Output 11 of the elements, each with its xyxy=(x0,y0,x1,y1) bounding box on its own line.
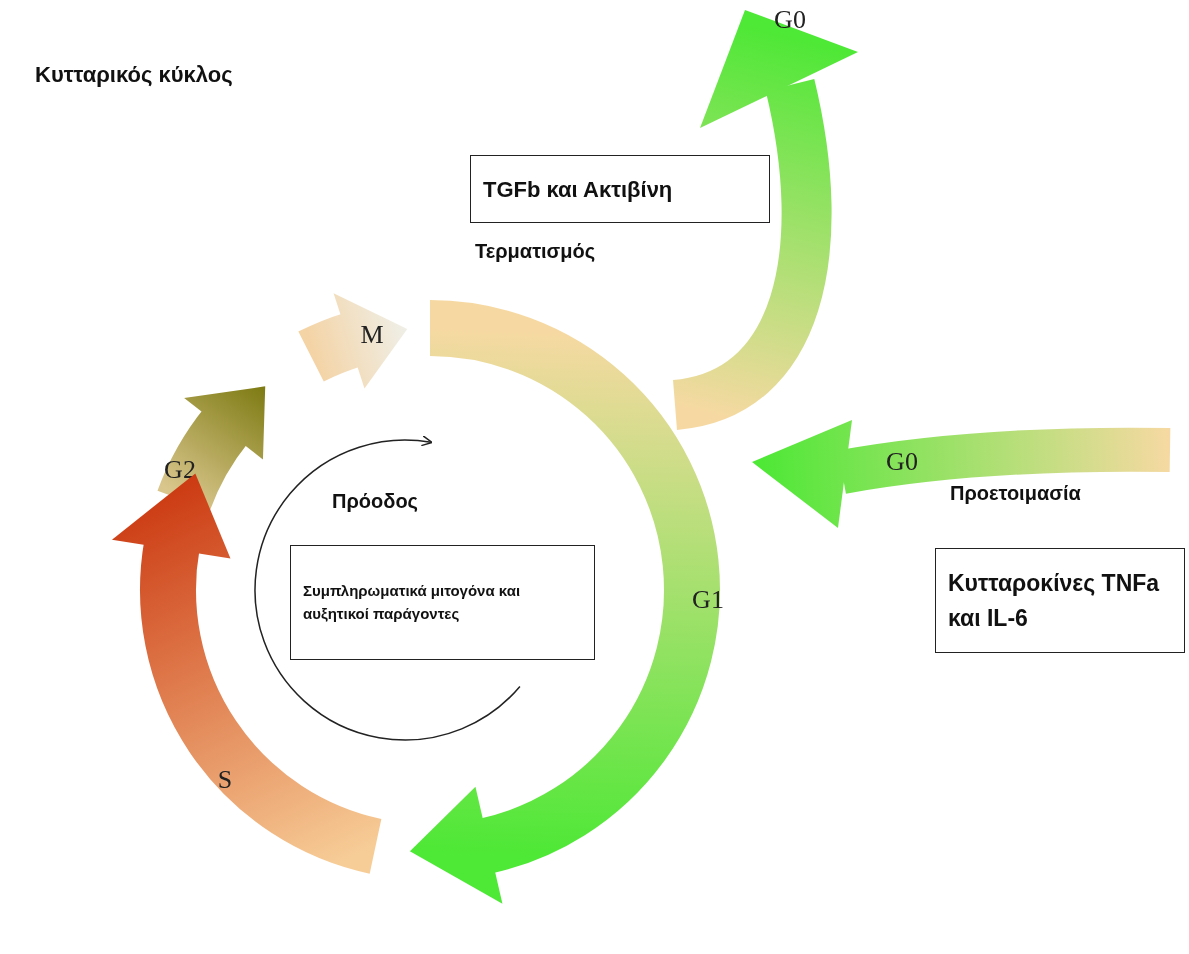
phase-label: G0 xyxy=(886,447,918,477)
diagram-title: Κυτταρικός κύκλος xyxy=(35,62,233,88)
stage-label: Πρόοδος xyxy=(332,490,418,513)
stage-label: Προετοιμασία xyxy=(950,482,1081,505)
stage-label: Τερματισμός xyxy=(475,240,596,263)
phase-label: S xyxy=(217,765,233,795)
text-box: Κυτταροκίνες TNFa και IL-6 xyxy=(935,548,1185,653)
text-box: Συμπληρωματικά μιτογόνα και αυξητικοί παράγοντες xyxy=(290,545,595,660)
phase-label: M xyxy=(360,320,384,350)
text-box: TGFb και Ακτιβίνη xyxy=(470,155,770,223)
phase-label: G0 xyxy=(774,5,806,35)
